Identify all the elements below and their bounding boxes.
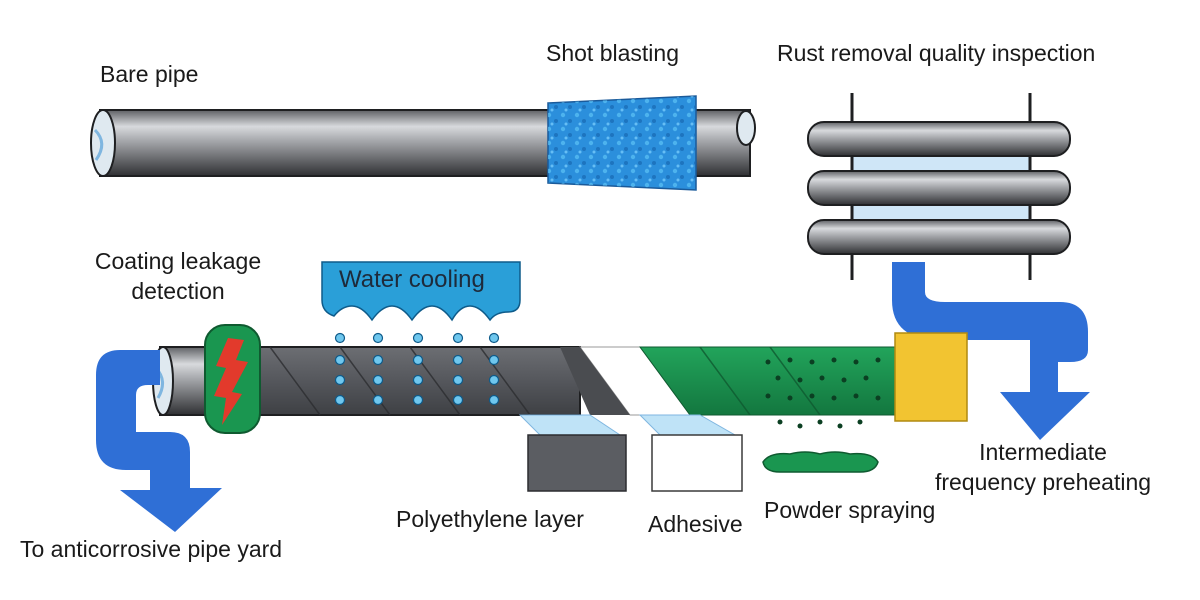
label-shot-blasting: Shot blasting <box>546 40 679 66</box>
water-cooling-tank <box>321 261 521 322</box>
label-preheating-line2: frequency preheating <box>934 468 1152 495</box>
label-coating-leakage-line1: Coating leakage <box>94 248 262 274</box>
inspection-pipe <box>807 121 1071 157</box>
inspection-pipe <box>807 219 1071 255</box>
shot-blasting-sleeve <box>547 95 697 191</box>
label-powder: Powder spraying <box>764 497 936 523</box>
label-bare-pipe: Bare pipe <box>100 61 199 87</box>
label-adhesive: Adhesive <box>648 511 743 537</box>
powder-spray-nozzle <box>762 451 879 473</box>
water-drops <box>334 332 500 406</box>
label-coating-leakage-line2: detection <box>131 277 225 304</box>
label-preheating: Intermediate frequency preheating <box>912 438 1174 498</box>
label-coating-leakage: Coating leakage detection <box>68 247 288 307</box>
adhesive-feeder <box>638 414 743 492</box>
inspection-rig <box>807 93 1071 280</box>
label-rust-inspection: Rust removal quality inspection <box>777 40 1096 66</box>
flow-arrow-to-yard <box>96 350 222 532</box>
coated-pipe <box>152 346 896 429</box>
inspection-pipe <box>807 170 1071 206</box>
preheating-coil <box>894 332 968 422</box>
flow-arrow-down-right <box>892 262 1090 440</box>
label-water-cooling: Water cooling <box>339 266 485 293</box>
label-polyethylene: Polyethylene layer <box>396 506 584 532</box>
label-preheating-line1: Intermediate <box>979 439 1107 465</box>
label-to-yard: To anticorrosive pipe yard <box>20 536 283 562</box>
polyethylene-feeder <box>518 414 627 492</box>
leakage-detector-ring <box>204 324 261 434</box>
